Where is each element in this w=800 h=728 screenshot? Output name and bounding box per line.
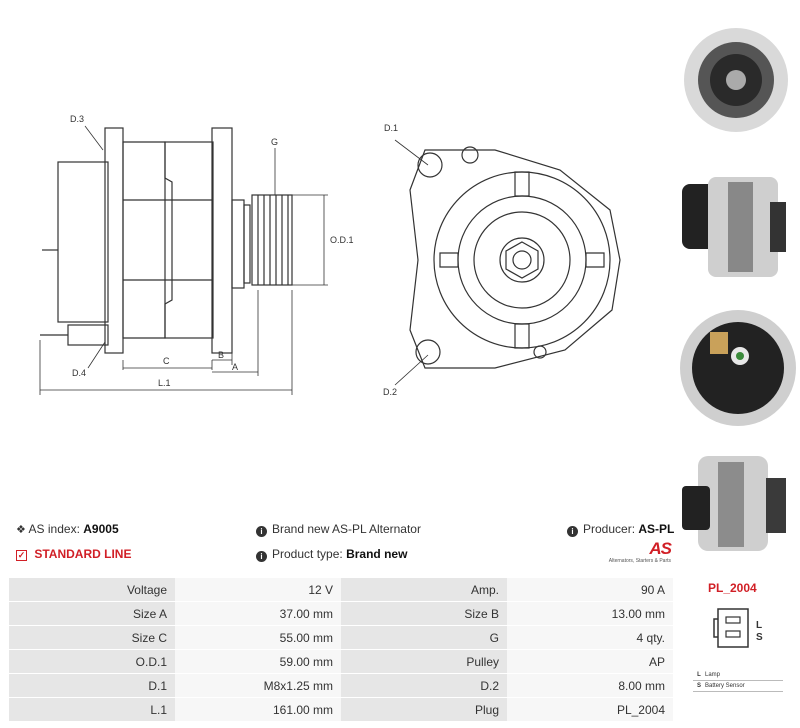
spec-value: AP: [507, 649, 673, 674]
plug-legend: L Lamp S Battery Sensor: [693, 670, 783, 692]
legend-desc: Lamp: [705, 672, 721, 678]
as-index-label: AS index:: [28, 522, 80, 536]
spec-label: Voltage: [9, 577, 175, 602]
as-index: ❖ AS index: A9005: [16, 522, 119, 536]
spec-label: Pulley: [341, 649, 507, 674]
legend-key: S: [696, 683, 701, 689]
product-type-label: Product type:: [272, 547, 343, 561]
standard-line: ✓ STANDARD LINE: [16, 547, 131, 561]
legend-key: L: [697, 672, 701, 678]
legend-desc: Battery Sensor: [705, 683, 745, 689]
brand-new-text: Brand new AS-PL Alternator: [272, 522, 421, 536]
spec-value: 12 V: [175, 577, 341, 602]
product-photo-side: [678, 172, 798, 297]
label-od1: O.D.1: [330, 235, 354, 245]
spec-value: 90 A: [507, 577, 673, 602]
checkbox-icon: ✓: [16, 550, 27, 561]
plug-title: PL_2004: [708, 581, 757, 595]
spec-value: 37.00 mm: [175, 601, 341, 626]
producer-label: Producer:: [583, 522, 636, 536]
spec-label: D.2: [341, 673, 507, 698]
spec-label: Size C: [9, 625, 175, 650]
label-d2: D.2: [383, 387, 397, 397]
rear-cover-outline: [57, 161, 109, 323]
pulley-outline: [251, 194, 293, 286]
spec-label: O.D.1: [9, 649, 175, 674]
label-d4: D.4: [72, 368, 86, 378]
spec-value: 4 qty.: [507, 625, 673, 650]
mount-hole-d1: [417, 152, 443, 178]
label-a: A: [232, 362, 238, 372]
legend-row: S Battery Sensor: [693, 681, 783, 692]
info-icon: i: [567, 526, 578, 537]
standard-line-label: STANDARD LINE: [34, 547, 132, 561]
info-icon: i: [256, 526, 267, 537]
spec-label: Plug: [341, 697, 507, 722]
spec-label: Amp.: [341, 577, 507, 602]
label-b: B: [218, 350, 224, 360]
spec-label: G: [341, 625, 507, 650]
front-view-outline: [409, 149, 621, 369]
spec-label: Size B: [341, 601, 507, 626]
spec-value: 55.00 mm: [175, 625, 341, 650]
fan-outer: [433, 171, 611, 349]
technical-drawing: D.3 D.4 G O.D.1 B C A L.1 D.1 D.2: [39, 114, 621, 397]
info-icon: i: [256, 551, 267, 562]
product-type-value: Brand new: [346, 547, 408, 561]
pin-l: L: [756, 620, 763, 631]
spec-label: Size A: [9, 601, 175, 626]
label-d1: D.1: [384, 123, 398, 133]
label-d3: D.3: [70, 114, 84, 124]
spec-value: PL_2004: [507, 697, 673, 722]
plug-connector-icon: [713, 608, 749, 648]
product-type: i Product type: Brand new: [256, 547, 407, 562]
as-pl-logo: AS Alternators, Starters & Parts: [605, 539, 672, 565]
tag-icon: ❖: [16, 524, 26, 536]
as-index-value: A9005: [83, 522, 119, 536]
label-g: G: [271, 137, 278, 147]
producer: i Producer: AS-PL: [567, 522, 674, 537]
product-photo-front: [678, 5, 798, 155]
spec-value: 161.00 mm: [175, 697, 341, 722]
producer-value: AS-PL: [638, 522, 675, 536]
logo-tagline: Alternators, Starters & Parts: [608, 558, 671, 564]
label-l1: L.1: [158, 378, 171, 388]
product-photo-rear: [678, 300, 798, 440]
front-housing-outline: [211, 127, 233, 354]
spec-value: 8.00 mm: [507, 673, 673, 698]
spec-value: 13.00 mm: [507, 601, 673, 626]
shaft-nut: [505, 241, 539, 279]
spec-value: M8x1.25 mm: [175, 673, 341, 698]
spec-label: L.1: [9, 697, 175, 722]
legend-row: L Lamp: [693, 670, 783, 681]
spec-label: D.1: [9, 673, 175, 698]
plug-pins: L S: [756, 620, 763, 644]
product-photo-angle: [678, 448, 798, 558]
spec-value: 59.00 mm: [175, 649, 341, 674]
brand-new-info: i Brand new AS-PL Alternator: [256, 522, 421, 537]
logo-text: AS: [649, 539, 672, 558]
pin-s: S: [756, 632, 763, 643]
label-c: C: [163, 356, 170, 366]
mount-hole-d2: [415, 339, 441, 365]
